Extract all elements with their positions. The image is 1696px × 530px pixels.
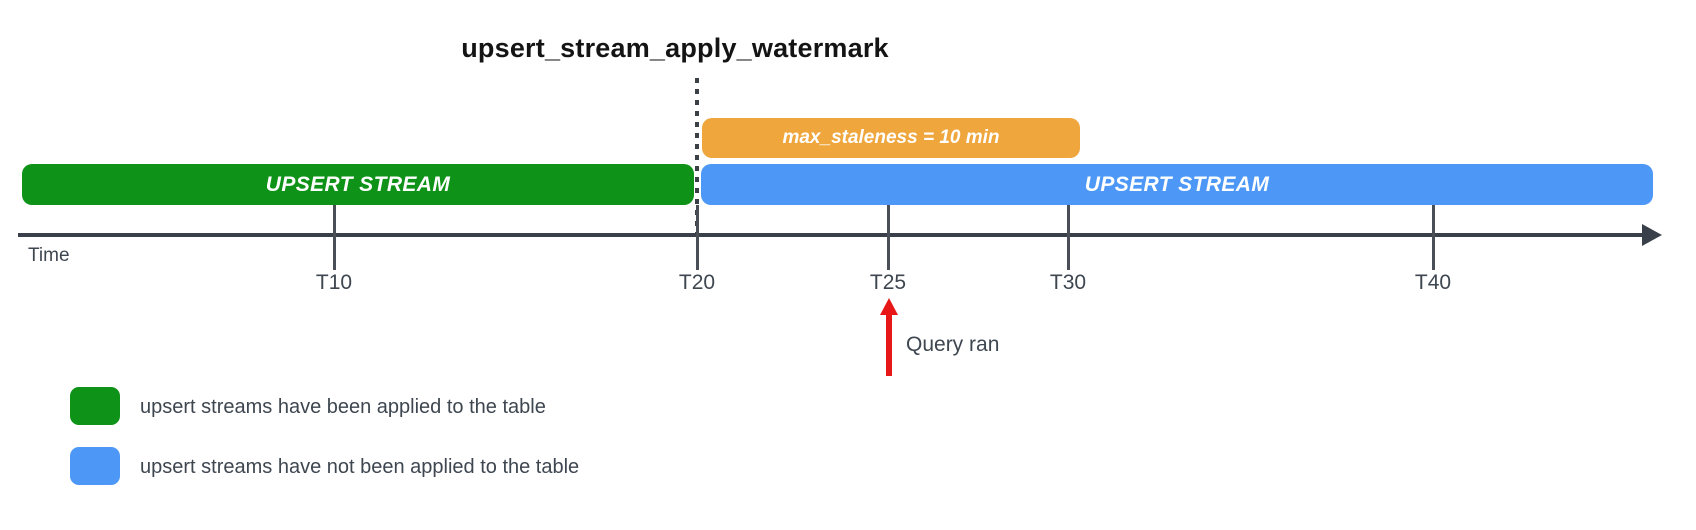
time-axis-line [18, 233, 1644, 237]
tick-line-t10 [333, 205, 336, 270]
tick-line-t20 [696, 205, 699, 270]
max-staleness-label: max_staleness = 10 min [782, 127, 1000, 148]
upsert-stream-not-applied-bar: UPSERT STREAM [701, 164, 1653, 205]
tick-label-t20: T20 [678, 271, 716, 294]
max-staleness-bar: max_staleness = 10 min [702, 118, 1080, 158]
tick-label-t40: T40 [1414, 271, 1452, 294]
upsert-stream-applied-bar: UPSERT STREAM [22, 164, 694, 205]
query-ran-label: Query ran [906, 333, 1000, 356]
diagram-title: upsert_stream_apply_watermark [461, 33, 889, 63]
tick-label-t30: T30 [1049, 271, 1087, 294]
watermark-dotted-line [695, 78, 699, 234]
upsert-stream-applied-label: UPSERT STREAM [265, 172, 451, 196]
query-ran-arrow-shaft [886, 313, 892, 376]
tick-line-t25 [887, 205, 890, 270]
time-axis-arrowhead-icon [1642, 224, 1662, 246]
upsert-stream-not-applied-label: UPSERT STREAM [1084, 172, 1270, 196]
query-ran-arrow-icon [880, 298, 898, 315]
time-axis-label: Time [28, 245, 70, 266]
legend-label-applied: upsert streams have been applied to the … [140, 396, 546, 418]
tick-label-t25: T25 [869, 271, 907, 294]
tick-line-t30 [1067, 205, 1070, 270]
legend-swatch-not-applied [70, 447, 120, 485]
legend-swatch-applied [70, 387, 120, 425]
tick-line-t40 [1432, 205, 1435, 270]
tick-label-t10: T10 [315, 271, 353, 294]
legend-label-not-applied: upsert streams have not been applied to … [140, 456, 580, 478]
